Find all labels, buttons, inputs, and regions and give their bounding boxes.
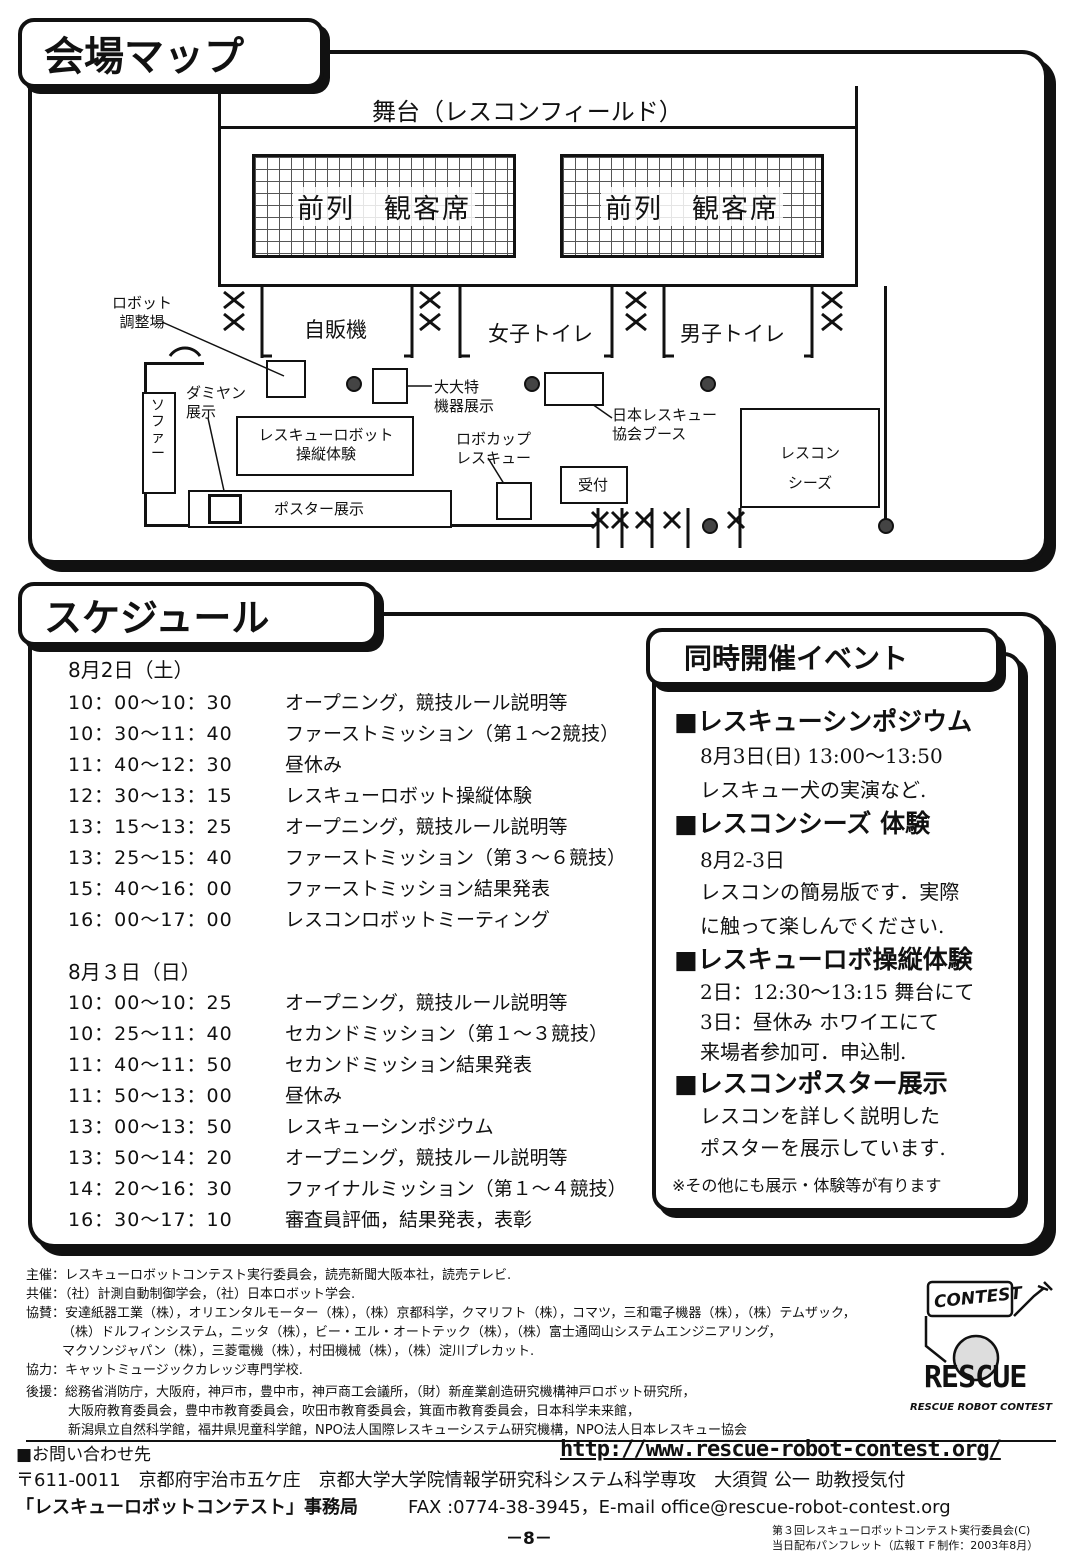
sponsor-line: マクソンジャパン（株），三菱電機（株），村田機械（株），（株）淀川プレカット. xyxy=(62,1344,535,1359)
robot-logo-icon xyxy=(924,1280,1053,1382)
seat-left-label: 前列 観客席 xyxy=(293,186,475,226)
fax-mail-line: FAX :0774-38-3945，E-mail office@rescue-r… xyxy=(408,1497,951,1518)
credit-line: 当日配布パンフレット（広報ＴＦ制作：2003年8月） xyxy=(772,1539,1039,1552)
reception-label: 受付 xyxy=(578,476,609,494)
large-equipment-label: 大大特 機器展示 xyxy=(434,378,495,415)
robocup-box xyxy=(496,482,532,520)
men-toilet-label: 男子トイレ xyxy=(680,322,785,346)
event-text: 8月3日(日) 13:00～13:50 xyxy=(700,744,943,768)
jrs-booth-box xyxy=(544,372,604,406)
rescue-logo: CONTEST RESCUE RESCUE ROBOT CONTEST xyxy=(898,1276,1058,1420)
events-note: ※その他にも展示・体験等が有ります xyxy=(672,1176,942,1195)
logo-rescue-text: RESCUE xyxy=(924,1360,1027,1395)
leader-lines xyxy=(161,321,613,501)
pillar-dot xyxy=(524,376,540,392)
address-line: 〒611-0011 京都府宇治市五ケ庄 京都大学大学院情報学研究科システム科学専… xyxy=(16,1470,906,1491)
stage-line-right xyxy=(855,86,858,130)
events-title: 同時開催イベント xyxy=(646,628,1000,686)
stage-line-left xyxy=(218,86,221,130)
reception-box xyxy=(560,466,628,504)
credit-line: 第３回レスキューロボットコンテスト実行委員会(C) xyxy=(772,1524,1031,1537)
daimayan-label: ダミヤン 展示 xyxy=(186,384,247,421)
office-name: 「レスキューロボットコンテスト」事務局 xyxy=(16,1497,358,1518)
door-icons xyxy=(168,286,843,548)
sofa xyxy=(142,392,176,494)
rescue-robot-operation-area xyxy=(236,416,414,476)
large-equipment-box xyxy=(372,368,408,404)
event-text: レスコンの簡易版です．実際 xyxy=(700,880,960,904)
robot-adjust-area xyxy=(266,360,306,398)
event-seeds-heading: ■レスコンシーズ 体験 xyxy=(674,809,931,838)
rescue-robot-operation-label: レスキューロボット 操縦体験 xyxy=(258,426,394,463)
vending-label: 自販機 xyxy=(304,318,367,342)
page-number: －8－ xyxy=(506,1529,552,1549)
event-poster-heading: ■レスコンポスター展示 xyxy=(674,1069,948,1098)
footer-divider xyxy=(26,1440,1056,1442)
sofa-label: ソファー xyxy=(151,398,165,462)
pillar-dot xyxy=(878,518,894,534)
contact-heading: ■お問い合わせ先 xyxy=(16,1445,152,1465)
events-panel xyxy=(652,652,1022,1212)
stage-label: 舞台（レスコンフィールド） xyxy=(372,98,683,126)
website-link[interactable]: http://www.rescue-robot-contest.org/ xyxy=(560,1437,1002,1462)
stage-frame xyxy=(218,126,858,286)
seat-right-label: 前列 観客席 xyxy=(601,186,783,226)
event-text: に触って楽しんでください. xyxy=(700,914,945,938)
event-text: ポスターを展示しています. xyxy=(700,1136,946,1160)
support-line: 新潟県立自然科学館，福井県児童科学館，NPO法人国際レスキューシステム研究機構，… xyxy=(68,1423,747,1438)
event-text: レスコンを詳しく説明した xyxy=(700,1104,940,1128)
seat-block-right: 前列 観客席 xyxy=(560,154,824,258)
event-symposium-heading: ■レスキューシンポジウム xyxy=(674,707,973,736)
coop-line: 協力：キャットミュージックカレッジ専門学校. xyxy=(26,1363,303,1378)
seating-bottom-wall xyxy=(218,284,858,287)
event-operation-heading: ■レスキューロボ操縦体験 xyxy=(674,945,973,974)
pillar-dot xyxy=(346,376,362,392)
host-line: 主催：レスキューロボットコンテスト実行委員会，読売新聞大阪本社，読売テレビ. xyxy=(26,1268,512,1283)
outer-wall-left-top xyxy=(144,362,204,365)
robocup-label: ロボカップ レスキュー xyxy=(456,430,532,467)
poster-label: ポスター展示 xyxy=(274,500,365,518)
daimayan-box xyxy=(208,494,242,524)
event-text: 2日：12:30～13:15 舞台にて xyxy=(700,980,975,1004)
cohost-line: 共催：（社）計測自動制御学会，（社）日本ロボット学会. xyxy=(26,1287,356,1302)
sponsor-line: （株）ドルフィンシステム，ニッタ（株），ビー・エル・オートテック（株），（株）富… xyxy=(62,1325,782,1340)
rescon-seeds-box xyxy=(740,408,880,508)
schedule-title: スケジュール xyxy=(18,582,378,646)
women-toilet-label: 女子トイレ xyxy=(488,322,593,346)
event-text: 8月2-3日 xyxy=(700,848,785,872)
jrs-booth-label: 日本レスキュー 協会ブース xyxy=(612,406,718,443)
pillar-dot xyxy=(700,376,716,392)
event-text: 来場者参加可．申込制. xyxy=(700,1040,907,1064)
sponsor-line: 協賛：安達紙器工業（株），オリエンタルモーター（株），（株）京都科学，クマリフト… xyxy=(26,1306,856,1321)
day2-date: 8月３日（日） xyxy=(68,960,201,984)
day1-date: 8月2日（土） xyxy=(68,658,194,682)
map-title: 会場マップ xyxy=(18,18,324,88)
event-text: 3日：昼休み ホワイエにて xyxy=(700,1010,939,1034)
support-line: 後援：総務省消防庁，大阪府，神戸市，豊中市，神戸商工会議所，（財）新産業創造研究… xyxy=(26,1385,696,1400)
rescon-seeds-label: レスコン シーズ xyxy=(779,444,840,492)
support-line: 大阪府教育委員会，豊中市教育委員会，吹田市教育委員会，箕面市教育委員会，日本科学… xyxy=(68,1404,641,1419)
pillar-dot xyxy=(702,518,718,534)
logo-sub-text: RESCUE ROBOT CONTEST xyxy=(910,1402,1053,1413)
outer-wall-right xyxy=(884,286,887,526)
seat-block-left: 前列 観客席 xyxy=(252,154,516,258)
robot-adjust-label: ロボット 調整場 xyxy=(112,294,173,331)
event-text: レスキュー犬の実演など. xyxy=(700,778,927,802)
